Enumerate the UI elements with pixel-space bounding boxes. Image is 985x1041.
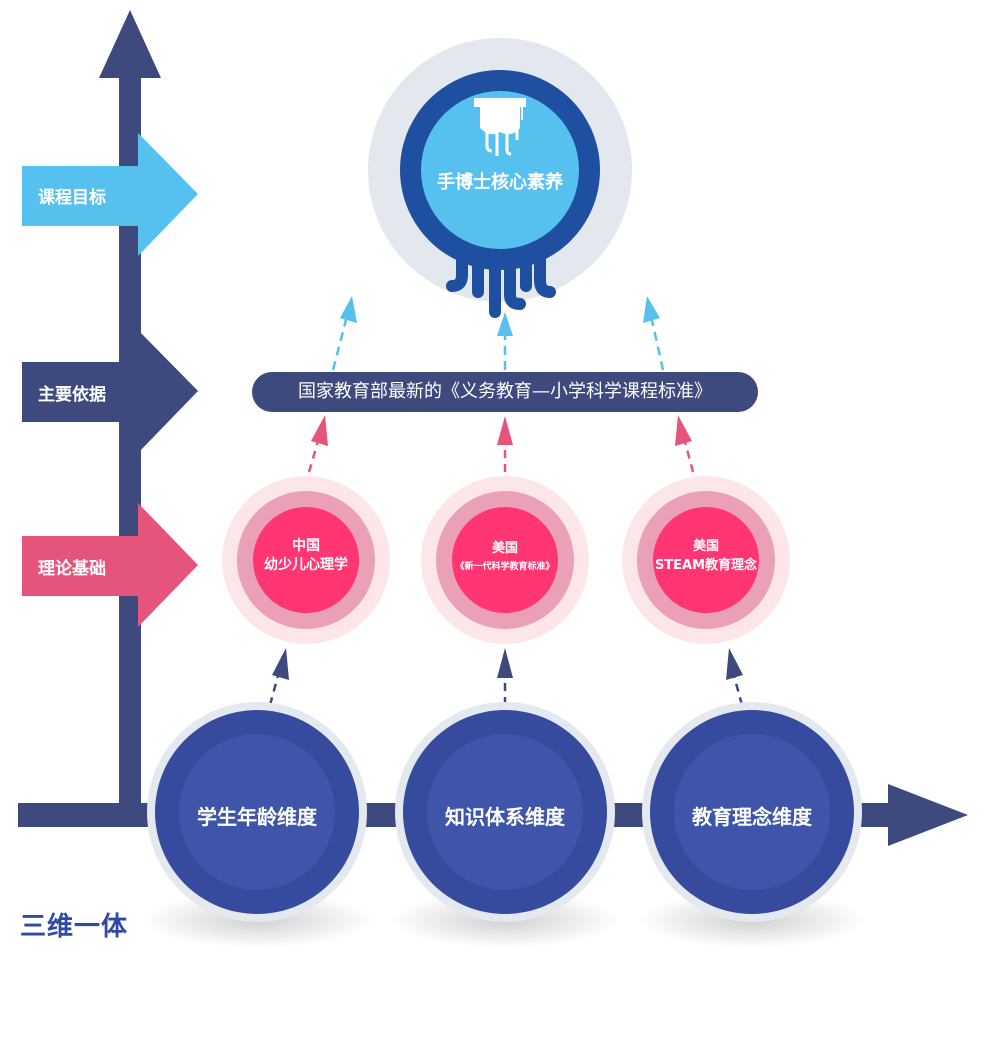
dimension-2-label: 知识体系维度 — [445, 805, 565, 829]
graduation-cap-icon — [474, 98, 526, 156]
goal-arrowhead-right — [643, 296, 660, 323]
footer-title: 三维一体 — [20, 912, 129, 942]
basis-arrowhead-center — [497, 416, 513, 445]
theory-1-line2: 幼少儿心理学 — [264, 557, 348, 573]
theory-arrowhead-center — [497, 648, 513, 678]
label-course-goal: 课程目标 — [38, 188, 106, 208]
vertical-axis — [119, 40, 141, 825]
dimension-3-label: 教育理念维度 — [692, 805, 812, 829]
goal-arrowhead-left — [340, 296, 357, 323]
dimension-circle-1 — [147, 702, 367, 922]
theory-3-line2: STEAM教育理念 — [654, 558, 758, 573]
goal-arrow-shape — [22, 133, 198, 256]
theory-arrowhead-right — [726, 648, 743, 680]
theory-arrow-shape — [22, 503, 198, 627]
core-title: 手博士核心素养 — [437, 172, 563, 193]
basis-pill: 国家教育部最新的《义务教育—小学科学课程标准》 — [252, 372, 758, 412]
theory-2-line2: 《新一代科学教育标准》 — [455, 562, 555, 572]
basis-arrowhead-left — [311, 415, 328, 446]
horizontal-axis-arrowhead — [888, 784, 968, 846]
theory-2-text: 美国 《新一代科学教育标准》 — [440, 539, 570, 577]
core-drips — [446, 249, 556, 318]
theory-3-line1: 美国 — [692, 539, 719, 554]
core-inner — [421, 91, 579, 249]
dimension-circle-2 — [395, 702, 615, 922]
theory-circle-2 — [421, 476, 589, 644]
vertical-axis-arrowhead — [99, 10, 161, 78]
theory-2-line1: 美国 — [491, 541, 518, 556]
theory-circle-3 — [622, 476, 790, 644]
goal-connectors — [331, 315, 665, 371]
label-main-basis: 主要依据 — [38, 385, 106, 405]
goal-arrowhead-center — [497, 312, 513, 336]
basis-connectors — [307, 437, 695, 473]
theory-1-line1: 中国 — [292, 538, 320, 554]
theory-arrowhead-left — [272, 648, 289, 680]
dimension-circle-3 — [642, 702, 862, 922]
basis-arrowhead-right — [675, 415, 692, 446]
label-theory-foundation: 理论基础 — [38, 559, 106, 579]
theory-3-text: 美国 STEAM教育理念 — [636, 537, 776, 575]
dimension-1-label: 学生年龄维度 — [197, 805, 317, 829]
basis-arrow-shape — [22, 330, 198, 453]
theory-circle-1 — [222, 476, 390, 644]
theory-1-text: 中国 幼少儿心理学 — [241, 537, 371, 575]
